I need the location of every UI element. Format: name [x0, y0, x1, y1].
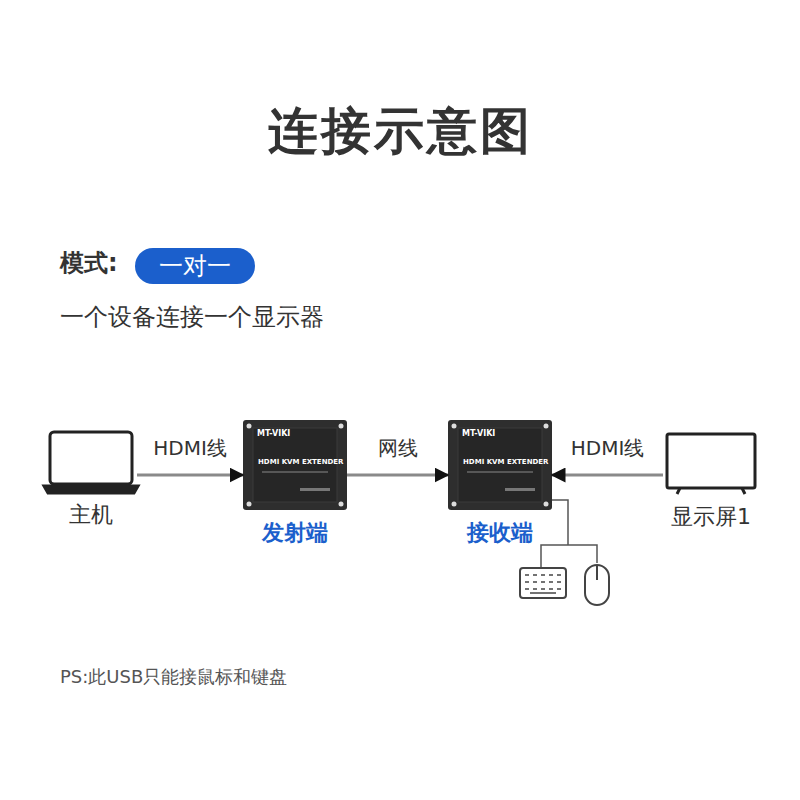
device-node: 显示屏1: [663, 430, 759, 532]
key-stroke: [533, 581, 537, 583]
screw-hole: [339, 424, 344, 429]
mode-value: 一对一: [159, 251, 231, 281]
node-label: 主机: [45, 500, 137, 530]
space-bar: [530, 592, 556, 594]
mouse-button-line: [596, 565, 598, 580]
device-housing: [243, 420, 347, 510]
diagram-title: 连接示意图: [0, 98, 800, 165]
screw-hole: [452, 424, 457, 429]
node-label: 发射端: [243, 518, 347, 548]
screw-hole: [247, 424, 252, 429]
mouse-icon: [585, 565, 609, 605]
model-plate: [300, 488, 330, 491]
screw-hole: [247, 502, 252, 507]
key-stroke: [549, 588, 553, 590]
node-label: 接收端: [448, 518, 552, 548]
keyboard-body: [520, 568, 566, 598]
monitor-foot: [677, 488, 680, 494]
laptop-icon: [44, 432, 138, 493]
cable-connector: [552, 474, 663, 477]
monitor-screen: [667, 434, 755, 488]
laptop-base: [44, 486, 138, 493]
key-stroke: [525, 574, 529, 576]
cable-label: HDMI线: [569, 435, 647, 461]
panel-line: [467, 472, 533, 473]
key-stroke: [541, 574, 545, 576]
key-stroke: [533, 574, 537, 576]
transmitter-device: [243, 420, 347, 510]
key-stroke: [557, 574, 561, 576]
key-stroke: [541, 588, 545, 590]
brand-mark: MT-VIKI: [257, 429, 290, 439]
device-model-text: HDMI KVM EXTENDER: [463, 458, 549, 466]
mode-caption: 模式:: [60, 249, 118, 278]
mouse-body: [585, 565, 609, 605]
mode-description: 一个设备连接一个显示器: [60, 303, 324, 332]
key-stroke: [525, 581, 529, 583]
cable-label: 网线: [376, 435, 420, 461]
laptop-screen: [50, 432, 132, 484]
footnote: PS:此USB只能接鼠标和键盘: [60, 666, 287, 688]
cable-label: HDMI线: [151, 435, 229, 461]
screw-hole: [544, 424, 549, 429]
model-plate: [505, 488, 535, 491]
screw-hole: [339, 502, 344, 507]
cable-connector: [137, 474, 243, 477]
mode-pill: 一对一: [135, 248, 255, 284]
key-stroke: [557, 581, 561, 583]
receiver-device: [448, 420, 552, 510]
panel-line: [262, 472, 328, 473]
keyboard-icon: [520, 568, 566, 598]
usb-wire: [541, 500, 597, 567]
monitor-foot: [742, 488, 745, 494]
key-stroke: [557, 588, 561, 590]
monitor-icon: [667, 434, 755, 494]
screw-hole: [452, 502, 457, 507]
node-label: 显示屏1: [663, 502, 759, 532]
brand-mark: MT-VIKI: [462, 429, 495, 439]
cable-connector: [347, 474, 448, 477]
key-stroke: [549, 574, 553, 576]
screw-hole: [544, 502, 549, 507]
key-stroke: [533, 588, 537, 590]
device-model-text: HDMI KVM EXTENDER: [258, 458, 344, 466]
device-housing: [448, 420, 552, 510]
key-stroke: [525, 588, 529, 590]
key-stroke: [541, 581, 545, 583]
key-stroke: [549, 581, 553, 583]
device-node: 主机: [45, 428, 137, 530]
